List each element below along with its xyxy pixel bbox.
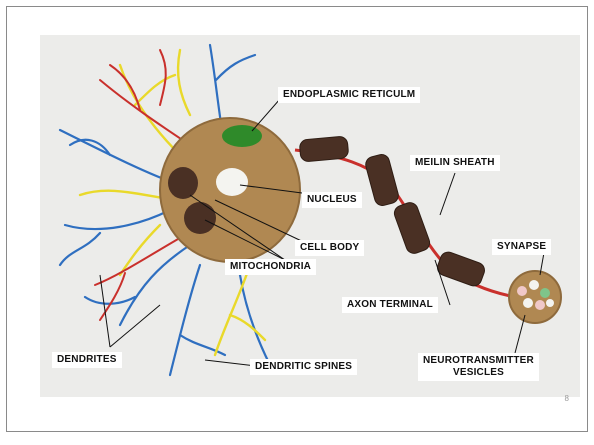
label-synapse: SYNAPSE [492,239,551,255]
label-meilin-sheath: MEILIN SHEATH [410,155,500,171]
slide: ENDOPLASMIC RETICULM MEILIN SHEATH NUCLE… [6,6,588,432]
label-neurotransmitter-line2: VESICLES [423,367,534,379]
label-nucleus: NUCLEUS [302,192,362,208]
label-endoplasmic-reticulum: ENDOPLASMIC RETICULM [278,87,420,103]
label-neurotransmitter-line1: NEUROTRANSMITTER [423,355,534,367]
neuron-model-photo: ENDOPLASMIC RETICULM MEILIN SHEATH NUCLE… [40,35,580,397]
label-mitochondria: MITOCHONDRIA [225,259,316,275]
label-cell-body: CELL BODY [295,240,364,256]
label-dendrites: DENDRITES [52,352,122,368]
label-neurotransmitter-vesicles: NEUROTRANSMITTER VESICLES [418,353,539,381]
label-axon-terminal: AXON TERMINAL [342,297,438,313]
page-number: 8 [565,394,569,403]
label-dendritic-spines: DENDRITIC SPINES [250,359,357,375]
